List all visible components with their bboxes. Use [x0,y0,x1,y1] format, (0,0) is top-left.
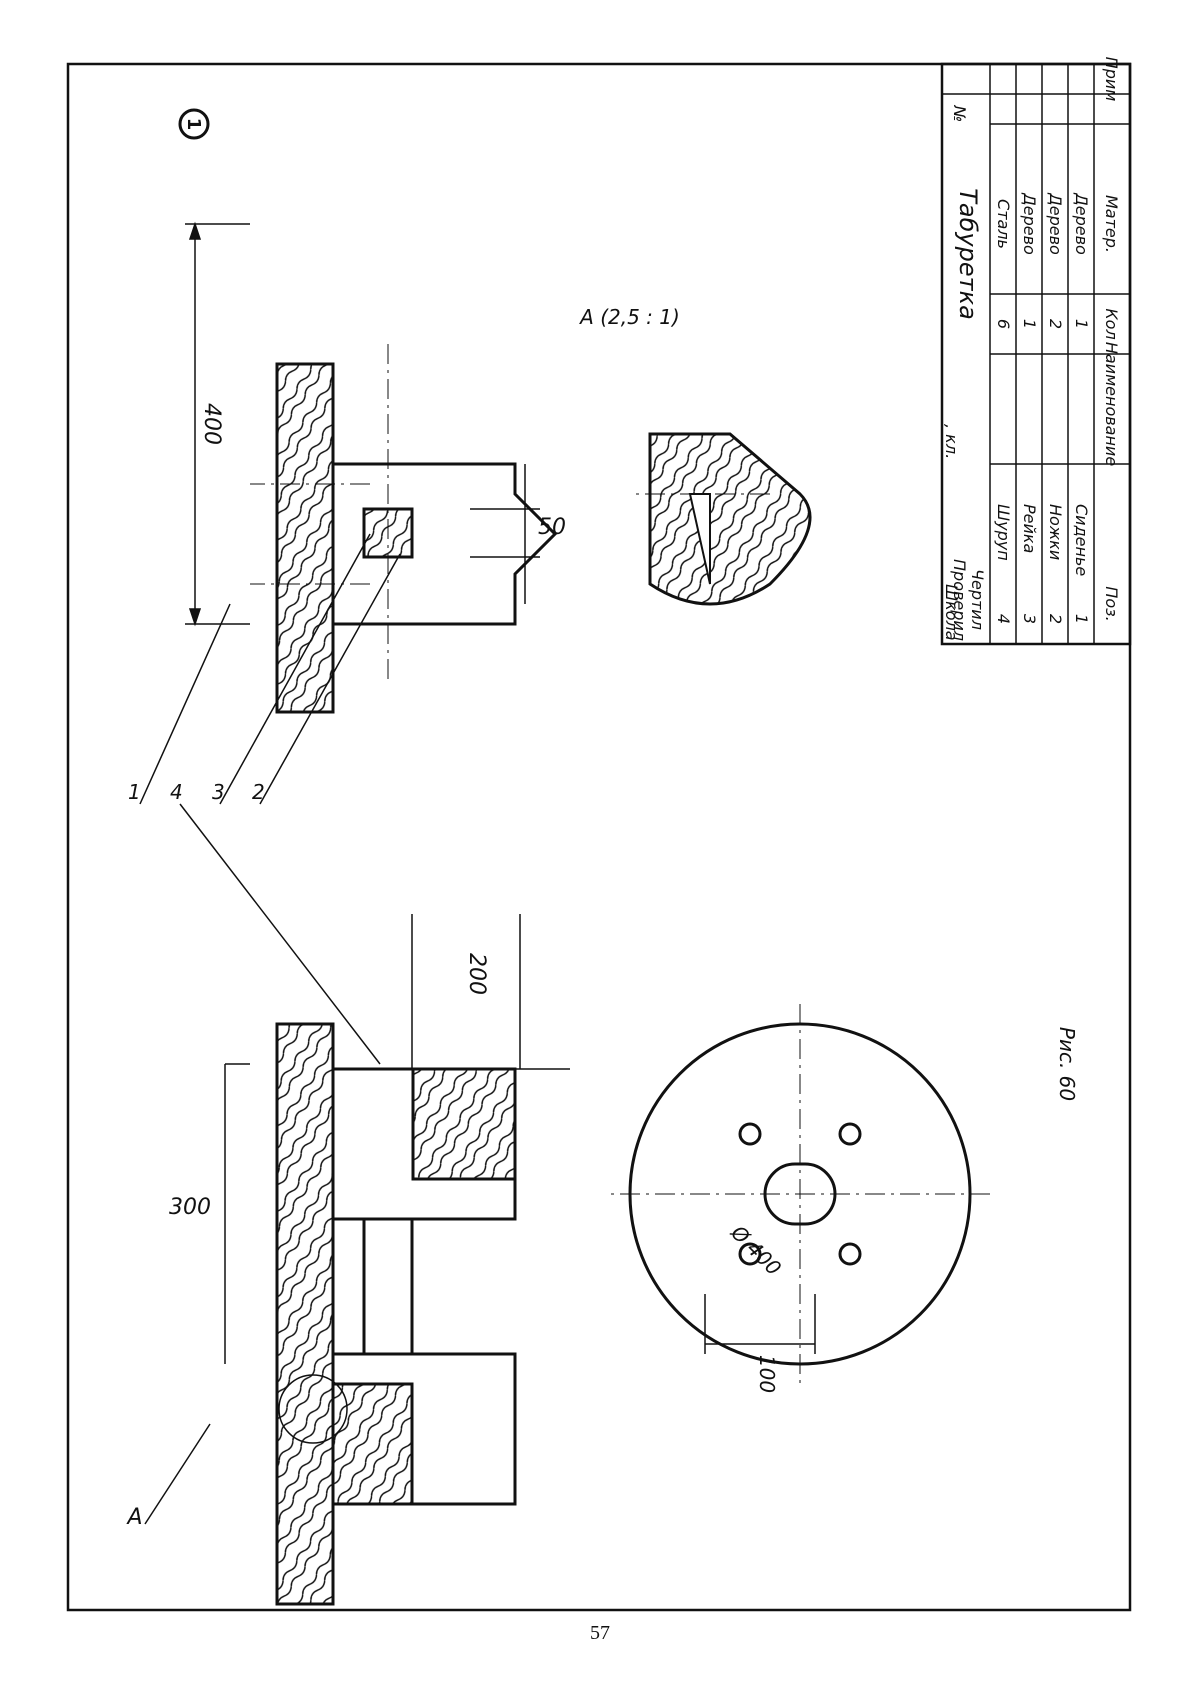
header-name: Наименование [1102,342,1121,466]
front-view [275,1022,517,1606]
row-2-name: Ножки [1046,504,1065,560]
row-4-name: Шуруп [994,504,1013,561]
row-4-qty: 6 [994,319,1013,329]
dimension-50 [470,464,540,604]
side-view [250,344,558,714]
detail-a [630,432,812,606]
dimension-200 [411,914,570,1070]
drew-label: Чертил [968,569,987,630]
title-block [940,62,1132,646]
row-4-pos: 4 [994,614,1013,624]
row-4-material: Сталь [994,199,1013,249]
dimension-100-label: 100 [755,1355,779,1393]
header-material: Матер. [1102,195,1121,253]
title-block-text: Поз. Наименование Кол Матер. Прим 1 Сиде… [942,57,1121,641]
row-2-material: Дерево [1046,192,1065,255]
row-1-pos: 1 [1072,614,1091,624]
sheet-number-badge: 1 [178,108,210,140]
row-1-qty: 1 [1072,319,1091,329]
dimension-200-label: 200 [464,953,489,995]
dimension-300-label: 300 [169,1195,211,1220]
row-1-name: Сиденье [1072,504,1091,576]
view-marker-a: A [125,1505,142,1530]
row-3-name: Рейка [1020,504,1039,553]
row-2-pos: 2 [1046,614,1065,624]
dimension-400-label: 400 [199,403,224,445]
checked-label: Проверил [950,559,969,641]
header-qty: Кол [1102,308,1121,339]
sheet-number: 1 [183,118,204,131]
row-1-material: Дерево [1072,192,1091,255]
title-block-number: № [950,105,969,123]
callout-2: 2 [252,780,265,804]
callout-4: 4 [170,780,183,804]
header-pos: Поз. [1102,586,1121,621]
dimension-100 [704,1294,816,1354]
sheet-frame [66,62,1132,1612]
row-2-qty: 2 [1046,319,1065,329]
row-3-qty: 1 [1020,319,1039,329]
school-label: Школа [942,584,961,641]
header-note: Прим [1102,57,1121,102]
callout-3: 3 [212,780,225,804]
dimension-300 [224,1063,250,1364]
page-number: 57 [590,1622,610,1644]
dimension-400 [185,221,250,627]
plan-view [610,1004,990,1384]
dimension-50-label: 50 [538,515,566,540]
callout-leaders [139,533,401,1065]
callout-1: 1 [128,780,141,804]
detail-view-label: A (2,5 : 1) [578,305,680,329]
figure-caption: Рис. 60 [1055,1027,1079,1101]
row-3-pos: 3 [1020,614,1039,624]
class-label: , кл. [942,424,961,459]
row-3-material: Дерево [1020,192,1039,255]
title-block-title: Табуретка [954,188,982,320]
